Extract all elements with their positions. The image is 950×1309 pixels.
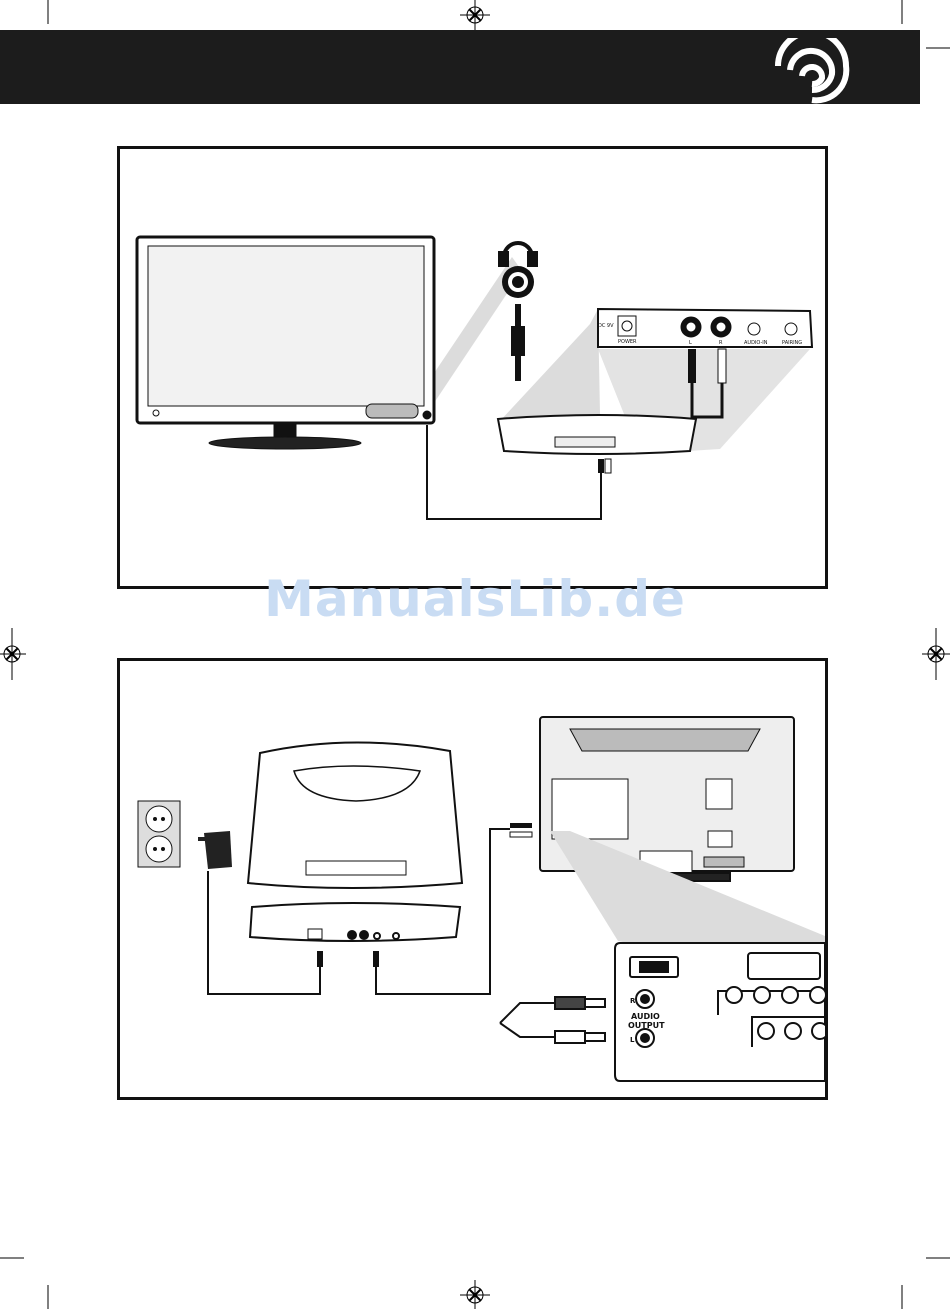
rear-audio-in-label: AUDIO-IN <box>744 340 768 346</box>
tv-l-label: L <box>630 1036 635 1044</box>
tv-front <box>137 237 434 449</box>
headphone-jack-icon <box>502 266 534 298</box>
tv-output-label: OUTPUT <box>628 1021 665 1030</box>
headphone-plug <box>511 304 525 381</box>
transmitter-base-side <box>250 903 460 941</box>
tv-r-label: R <box>630 997 636 1005</box>
wall-socket-icon <box>138 801 180 867</box>
rear-power-label: POWER <box>618 339 637 345</box>
rear-dc-label: DC 9V <box>598 323 614 329</box>
headphone-icon <box>500 243 536 265</box>
registration-mark-left <box>0 628 26 680</box>
rca-connectors-to-tv <box>510 823 532 837</box>
registration-mark-right <box>922 628 950 680</box>
rear-right-label: R <box>719 340 723 346</box>
panel-2-diagram: R AUDIO OUTPUT L <box>120 661 825 1097</box>
watermark-text: ManualsLib.de <box>0 570 950 628</box>
transmitter-base <box>498 415 696 454</box>
sound-wave-logo <box>768 38 858 108</box>
tv-audio-label: AUDIO <box>631 1012 660 1021</box>
power-adapter-icon <box>198 831 232 869</box>
panel-1-diagram: DC 9V POWER L R AUDIO-IN PAIRING <box>120 149 825 586</box>
rear-pairing-label: PAIRING <box>782 340 802 346</box>
registration-mark-top <box>460 0 490 30</box>
registration-mark-bottom <box>460 1280 490 1309</box>
transmitter-top-view <box>248 742 462 888</box>
rear-left-label: L <box>689 340 692 346</box>
rca-plugs-zoom <box>500 997 605 1043</box>
